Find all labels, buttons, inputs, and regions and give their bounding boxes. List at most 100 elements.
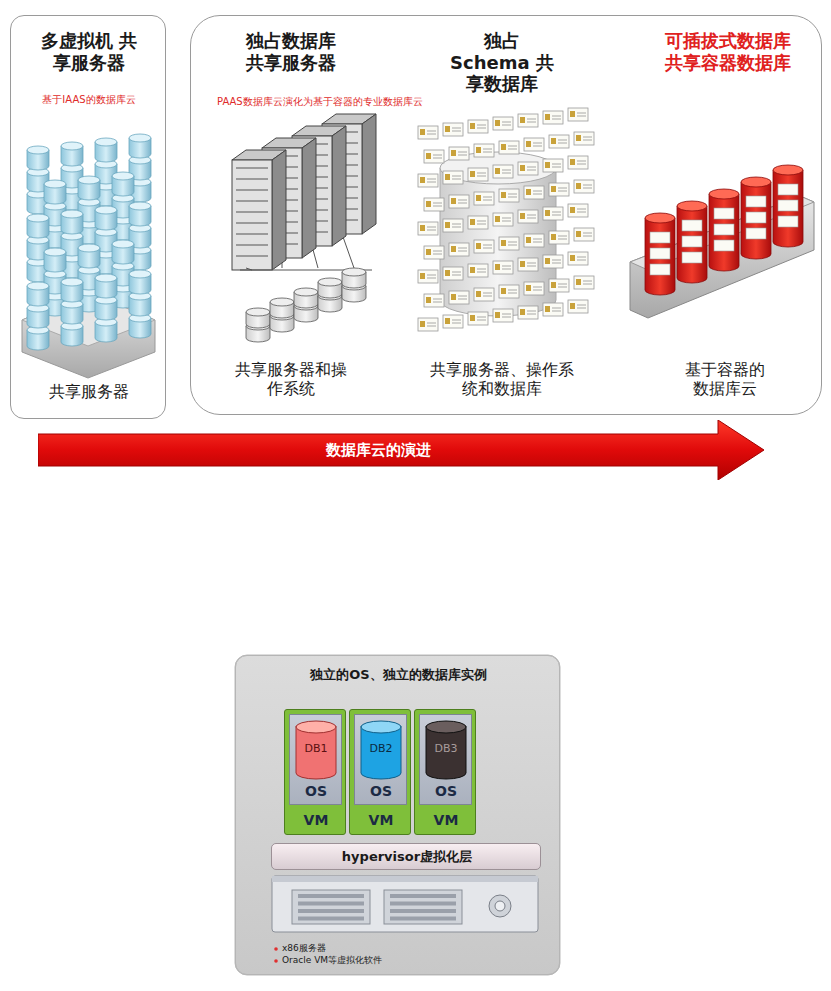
box-fill (235, 655, 560, 975)
schema-line (452, 227, 461, 228)
schema-card (549, 279, 569, 292)
pluggable-db (709, 194, 739, 271)
schema-line (502, 173, 511, 174)
schema-line (502, 170, 511, 171)
vm-disk-top (61, 210, 83, 218)
schema-icon (576, 231, 581, 237)
schema-card (778, 200, 798, 211)
schema-card (543, 111, 563, 124)
schema-card (650, 264, 670, 275)
vent (298, 902, 364, 906)
schema-card (574, 276, 594, 289)
node-text: 基于容器的数据库云 (680, 360, 770, 398)
schema-line (527, 122, 536, 123)
schema-icon (570, 255, 575, 261)
schema-line (552, 215, 561, 216)
schema-line (452, 320, 461, 321)
schema-card (468, 312, 488, 325)
schema-icon (545, 210, 550, 216)
schema-line (508, 245, 517, 246)
schema-line (502, 125, 511, 126)
schema-card (574, 228, 594, 241)
schema-line (583, 140, 592, 141)
schema-icon (470, 267, 475, 273)
schema-icon (420, 321, 425, 327)
schema-icon (501, 192, 506, 198)
schema-card (493, 165, 513, 178)
schema-line (533, 143, 542, 144)
node-text: 共享服务器和操作系统 (230, 360, 352, 398)
schema-line (508, 149, 517, 150)
schema-card (549, 135, 569, 148)
schema-card (568, 300, 588, 313)
schema-line (502, 314, 511, 315)
server-side (332, 126, 346, 246)
schema-line (508, 293, 517, 294)
cable (342, 234, 354, 268)
schema-line (483, 197, 492, 198)
schema-line (508, 146, 517, 147)
schema-line (502, 269, 511, 270)
schema-card (778, 216, 798, 227)
schema-icon (526, 237, 531, 243)
node-text: 共享服务器、操作系统和数据库 (427, 360, 577, 398)
schema-line (433, 254, 442, 255)
node-text: 多虚拟机 共享服务器 (39, 30, 139, 73)
schema-card (474, 288, 494, 301)
schema-icon (570, 303, 575, 309)
schema-card (518, 210, 538, 223)
schema-line (433, 206, 442, 207)
schema-icon (545, 114, 550, 120)
schema-line (558, 236, 567, 237)
vent (298, 917, 364, 921)
schema-line (558, 287, 567, 288)
schema-card (493, 213, 513, 226)
database-cylinder: DB2 (360, 720, 402, 780)
pluggable-db (741, 182, 771, 259)
schema-line (533, 242, 542, 243)
schema-line (427, 326, 436, 327)
schema-line (552, 119, 561, 120)
vm-disk-top (44, 180, 66, 188)
schema-card (568, 204, 588, 217)
server-slot (236, 256, 268, 257)
server-slot (236, 212, 268, 213)
node-text: 独占Schema 共享数据库 (446, 30, 558, 95)
node-text: Oracle VM等虚拟化软件 (282, 955, 522, 966)
schema-card (682, 236, 702, 247)
vm-box: OSVMDB2 (349, 709, 411, 835)
schema-line (458, 200, 467, 201)
schema-icon (576, 279, 581, 285)
schema-card (574, 132, 594, 145)
schema-card (746, 196, 766, 207)
node-text: DB1 (295, 742, 337, 755)
db-top (361, 721, 401, 733)
schema-icon (426, 201, 431, 207)
schema-card (518, 258, 538, 271)
schema-line (483, 293, 492, 294)
vent (390, 902, 456, 906)
schema-card (443, 219, 463, 232)
schema-icon (520, 117, 525, 123)
schema-line (508, 194, 517, 195)
schema-line (452, 275, 461, 276)
panel-box: 独立的OS、独立的数据库实例x86服务器Oracle VM等虚拟化软件OSVMD… (235, 655, 560, 975)
schema-icon (420, 225, 425, 231)
vm-disk-top (95, 274, 117, 282)
schema-line (458, 152, 467, 153)
node-text: 数据库云的演进 (38, 435, 718, 465)
schema-line (583, 233, 592, 234)
vent (298, 909, 364, 913)
schema-icon (426, 297, 431, 303)
server-side (362, 114, 376, 234)
vm-disk-top (44, 248, 66, 256)
schema-line (552, 164, 561, 165)
schema-line (427, 131, 436, 132)
server-slot (236, 190, 268, 191)
pluggable-db-top (645, 213, 675, 223)
schema-icon (551, 234, 556, 240)
schema-card (474, 240, 494, 253)
panel-box: hypervisor虚拟化层 (271, 843, 541, 870)
schema-line (477, 176, 486, 177)
schema-line (502, 317, 511, 318)
